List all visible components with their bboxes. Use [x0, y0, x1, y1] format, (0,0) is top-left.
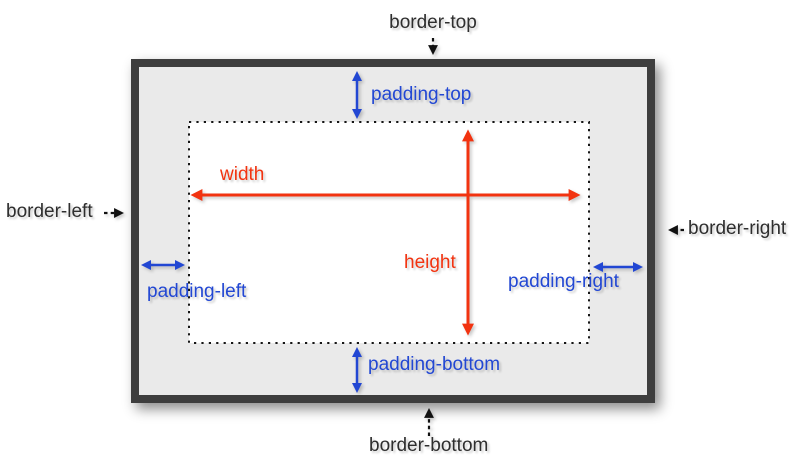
border-top-label: border-top	[389, 12, 477, 33]
border-left-label: border-left	[6, 201, 93, 222]
border-bottom-label: border-bottom	[369, 435, 489, 456]
padding-top-label: padding-top	[371, 84, 472, 105]
padding-left-label: padding-left	[147, 281, 247, 302]
width-label: width	[220, 164, 265, 185]
content-area-dotted-outline	[188, 121, 590, 344]
arrows-layer	[104, 38, 684, 436]
padding-bottom-label: padding-bottom	[368, 354, 501, 375]
border-right-label: border-right	[688, 218, 787, 239]
height-label: height	[404, 252, 456, 273]
padding-right-label: padding-right	[508, 271, 619, 292]
